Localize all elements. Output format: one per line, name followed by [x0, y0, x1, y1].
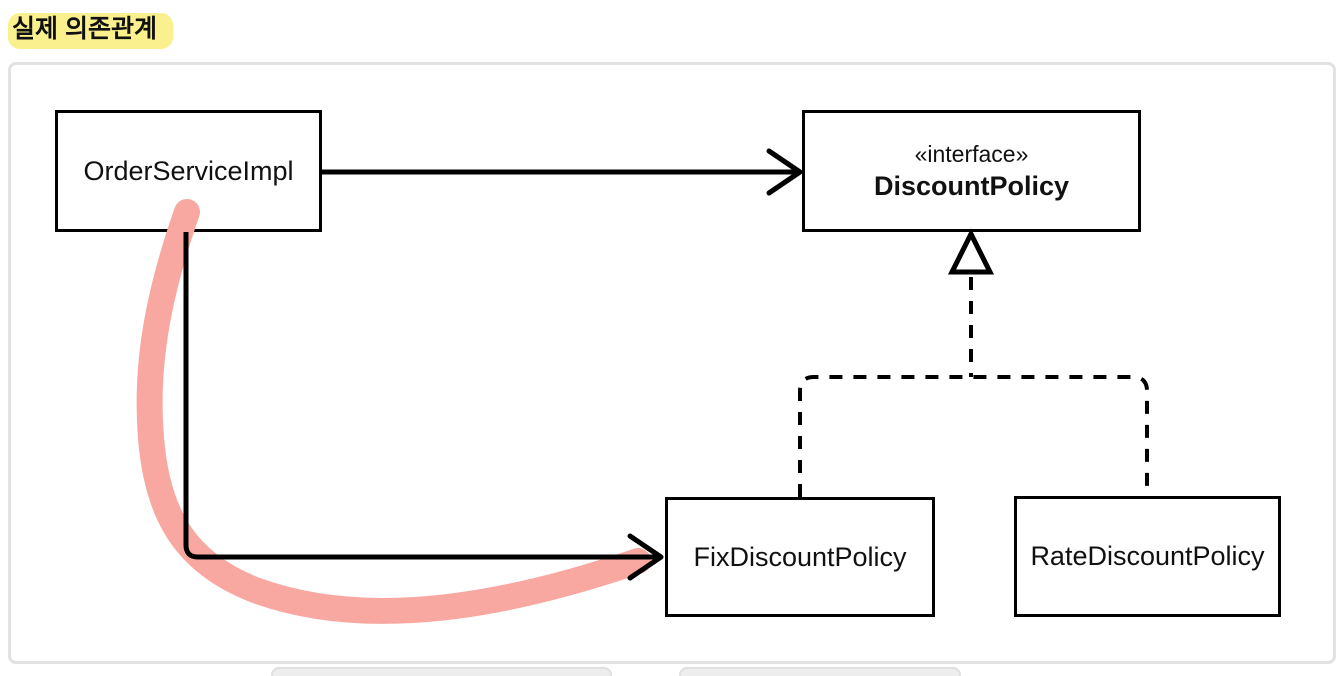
- node-discount-policy: «interface» DiscountPolicy: [802, 110, 1141, 232]
- node-label-discount-policy: DiscountPolicy: [873, 170, 1070, 201]
- cutoff-box-right: [679, 667, 961, 676]
- page-title: 실제 의존관계: [8, 13, 173, 49]
- node-rate-discount-policy: RateDiscountPolicy: [1014, 496, 1281, 617]
- page-title-wrap: 실제 의존관계: [8, 13, 173, 49]
- node-label-order-service-impl: OrderServiceImpl: [83, 155, 294, 186]
- node-label-fix-discount-policy: FixDiscountPolicy: [693, 541, 907, 572]
- cutoff-box-left: [271, 667, 612, 676]
- node-stereotype-discount-policy: «interface»: [914, 140, 1029, 167]
- node-fix-discount-policy: FixDiscountPolicy: [665, 497, 935, 617]
- node-label-rate-discount-policy: RateDiscountPolicy: [1030, 541, 1265, 571]
- node-order-service-impl: OrderServiceImpl: [55, 110, 322, 232]
